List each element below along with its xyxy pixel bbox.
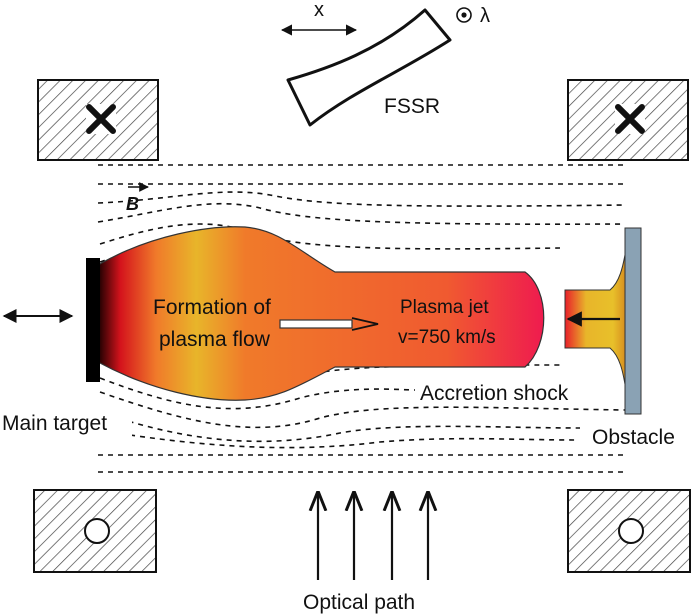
flow-direction-arrow [279, 317, 379, 331]
plasma-flow [97, 226, 545, 401]
formation-label-line1: Formation of [153, 296, 271, 319]
coil-top-left [37, 79, 159, 161]
main-target [86, 258, 100, 382]
b-field-label: B [126, 182, 149, 214]
cross-icon [615, 104, 645, 134]
coil-bottom-left [33, 489, 157, 573]
plasma-jet-label: Plasma jet [400, 297, 489, 318]
dot-circle-icon [618, 518, 644, 544]
b-field-text: B [126, 194, 139, 214]
accretion-label-bg [416, 378, 612, 406]
optical-path-arrows [318, 493, 428, 580]
out-of-plane-icon [456, 7, 472, 23]
fssr-label: FSSR [384, 95, 440, 118]
lambda-label: λ [480, 5, 490, 27]
fssr-crystal [286, 8, 452, 127]
optical-path-label: Optical path [303, 591, 415, 614]
formation-label-line2: plasma flow [159, 328, 271, 351]
x-axis-label: x [314, 0, 324, 21]
main-target-label-bg [0, 410, 132, 436]
main-target-label: Main target [2, 412, 107, 435]
cross-icon [86, 104, 116, 134]
accretion-shock-label: Accretion shock [420, 382, 569, 405]
coil-top-right [567, 79, 689, 161]
obstacle-label: Obstacle [592, 426, 675, 449]
dot-circle-icon [84, 518, 110, 544]
obstacle-block [624, 227, 642, 415]
coil-bottom-right [567, 489, 691, 573]
jet-velocity-label: v=750 km/s [398, 327, 496, 348]
